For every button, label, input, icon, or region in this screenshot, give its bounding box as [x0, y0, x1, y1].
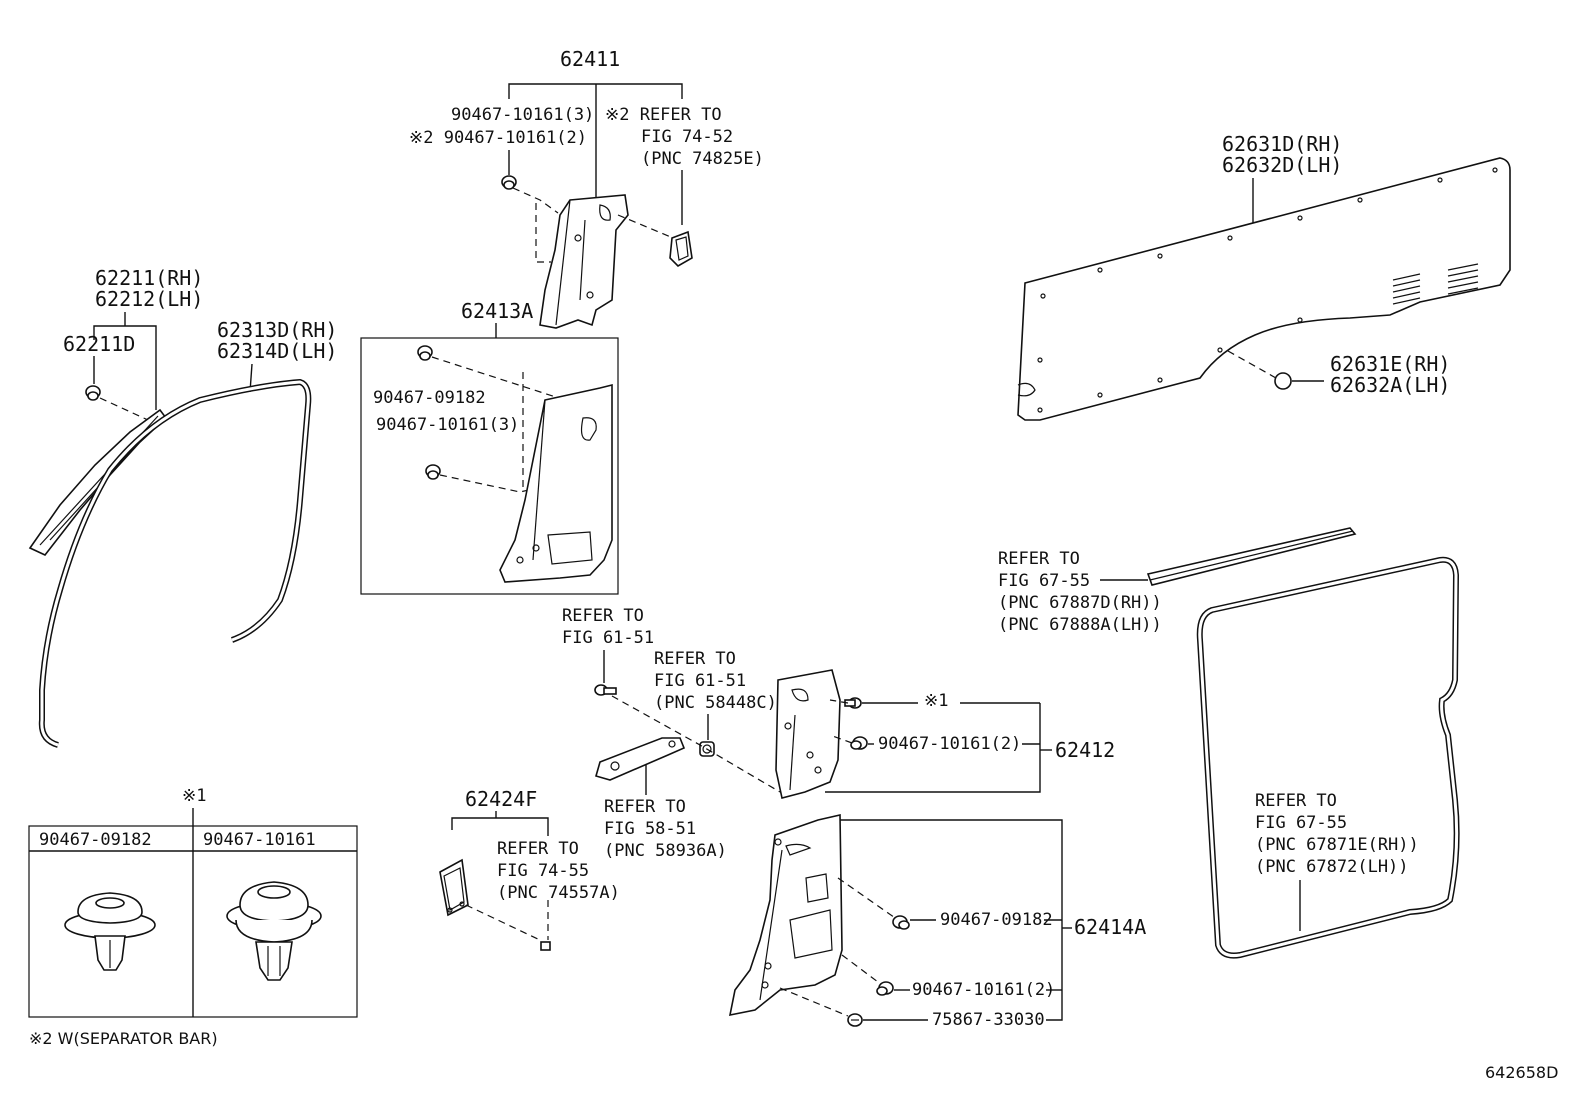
clip-10161-icon	[226, 881, 322, 981]
label-62411: 62411	[560, 47, 620, 71]
clip-icon	[501, 175, 517, 190]
label-refer-74-52-1: ※2 REFER TO	[605, 105, 722, 125]
bolt-icon	[844, 697, 862, 709]
label-refer-5851-3: (PNC 58936A)	[604, 841, 727, 861]
label-star1-top: ※1	[924, 691, 948, 711]
label-refer-7455-3: (PNC 74557A)	[497, 883, 620, 903]
label-refer-6755b-3: (PNC 67871E(RH))	[1255, 835, 1419, 855]
vent-icon	[1392, 263, 1479, 305]
clip-icon	[892, 915, 910, 930]
hook-icon	[669, 230, 693, 267]
bracket-58936A	[595, 737, 686, 781]
figure-id: 642658D	[1485, 1063, 1558, 1082]
label-refer-6755a-2: FIG 67-55	[998, 571, 1090, 591]
label-refer-6151b-1: REFER TO	[654, 649, 736, 669]
label-62414A: 62414A	[1074, 915, 1146, 939]
group-62411: 62411 90467-10161(3) ※2 90467-10161(2) ※…	[409, 47, 764, 329]
label-clip-10161-2: ※2 90467-10161(2)	[409, 128, 587, 148]
label-62211D: 62211D	[63, 332, 135, 356]
label-62412: 62412	[1055, 738, 1115, 762]
label-62413A: 62413A	[461, 299, 533, 323]
door-weatherstrip	[1196, 556, 1460, 959]
label-refer-6755a-1: REFER TO	[998, 549, 1080, 569]
clip-icon	[417, 345, 433, 361]
clip-icon	[850, 736, 868, 750]
label-62313D-rh: 62313D(RH)	[217, 318, 337, 342]
label-refer-5851-2: FIG 58-51	[604, 819, 696, 839]
weatherstrip-62313D	[38, 378, 312, 748]
box-62413A	[360, 337, 619, 595]
label-clip-10161-2d: 90467-10161(2)	[912, 980, 1055, 1000]
label-refer-6151a-2: FIG 61-51	[562, 628, 654, 648]
label-62212-lh: 62212(LH)	[95, 287, 203, 311]
bracket-62424F	[439, 858, 469, 917]
belt-molding	[1146, 527, 1357, 586]
group-62413A: 62413A 90467-09182 90467-10161(3)	[360, 299, 619, 595]
group-62631D: 62631D(RH) 62632D(LH)	[1017, 132, 1511, 421]
label-clip-09182: 90467-09182	[373, 388, 486, 408]
label-refer-5851-1: REFER TO	[604, 797, 686, 817]
label-refer-74-52-2: FIG 74-52	[641, 127, 733, 147]
label-refer-6755b-2: FIG 67-55	[1255, 813, 1347, 833]
clip-legend-table: ※1 90467-09182 90467-10161	[28, 786, 358, 1018]
label-refer-6755a-3: (PNC 67887D(RH))	[998, 593, 1162, 613]
pad-icon	[540, 941, 551, 951]
group-weatherstrip-right: REFER TO FIG 67-55 (PNC 67887D(RH)) (PNC…	[998, 527, 1460, 959]
clip-icon	[876, 981, 894, 996]
label-clip-75867: 75867-33030	[932, 1010, 1045, 1030]
label-refer-7455-2: FIG 74-55	[497, 861, 589, 881]
clip-icon	[85, 385, 101, 401]
legend-col1-header: 90467-09182	[39, 830, 152, 850]
group-62424F: 62424F REFER TO FIG 74-55 (PNC 74557A)	[439, 787, 620, 951]
quarter-trim-62414A	[728, 814, 843, 1017]
bolt-icon	[594, 684, 617, 696]
clip-icon	[425, 464, 441, 480]
label-refer-6151a-1: REFER TO	[562, 606, 644, 626]
label-62632A-lh: 62632A(LH)	[1330, 373, 1450, 397]
label-62424F: 62424F	[465, 787, 537, 811]
group-62414A: 90467-09182 62414A 90467-10161(2) 75867-…	[728, 814, 1146, 1030]
label-star1-table: ※1	[182, 786, 206, 806]
footnote-separator-bar: ※2 W(SEPARATOR BAR)	[29, 1029, 218, 1048]
label-62631E-rh: 62631E(RH)	[1330, 352, 1450, 376]
label-62632D-lh: 62632D(LH)	[1222, 153, 1342, 177]
label-clip-09182-d: 90467-09182	[940, 910, 1053, 930]
quarter-trim-62413A	[499, 383, 613, 583]
label-refer-74-52-3: (PNC 74825E)	[641, 149, 764, 169]
label-clip-10161-3: 90467-10161(3)	[451, 105, 594, 125]
label-clip-10161-3b: 90467-10161(3)	[376, 415, 519, 435]
pillar-trim-62412	[775, 669, 841, 799]
push-clip-icon	[1274, 372, 1292, 390]
label-62314D-lh: 62314D(LH)	[217, 339, 337, 363]
label-62631D-rh: 62631D(RH)	[1222, 132, 1342, 156]
label-62211-rh: 62211(RH)	[95, 266, 203, 290]
pillar-trim-62411	[539, 194, 629, 329]
label-refer-6755a-4: (PNC 67888A(LH))	[998, 615, 1162, 635]
label-refer-6755b-1: REFER TO	[1255, 791, 1337, 811]
screw-icon	[847, 1013, 863, 1027]
legend-col2-header: 90467-10161	[203, 830, 316, 850]
clip-09182-icon	[64, 892, 156, 971]
label-refer-6151b-3: (PNC 58448C)	[654, 693, 777, 713]
door-panel-62631D	[1017, 157, 1511, 421]
label-refer-6151b-2: FIG 61-51	[654, 671, 746, 691]
group-62211: 62211(RH) 62212(LH) 62211D 62313D(RH) 62…	[28, 266, 337, 748]
group-62412: REFER TO FIG 61-51 REFER TO FIG 61-51 (P…	[562, 606, 1115, 861]
label-clip-10161-2c: 90467-10161(2)	[878, 734, 1021, 754]
label-refer-7455-1: REFER TO	[497, 839, 579, 859]
label-refer-6755b-4: (PNC 67872(LH))	[1255, 857, 1409, 877]
